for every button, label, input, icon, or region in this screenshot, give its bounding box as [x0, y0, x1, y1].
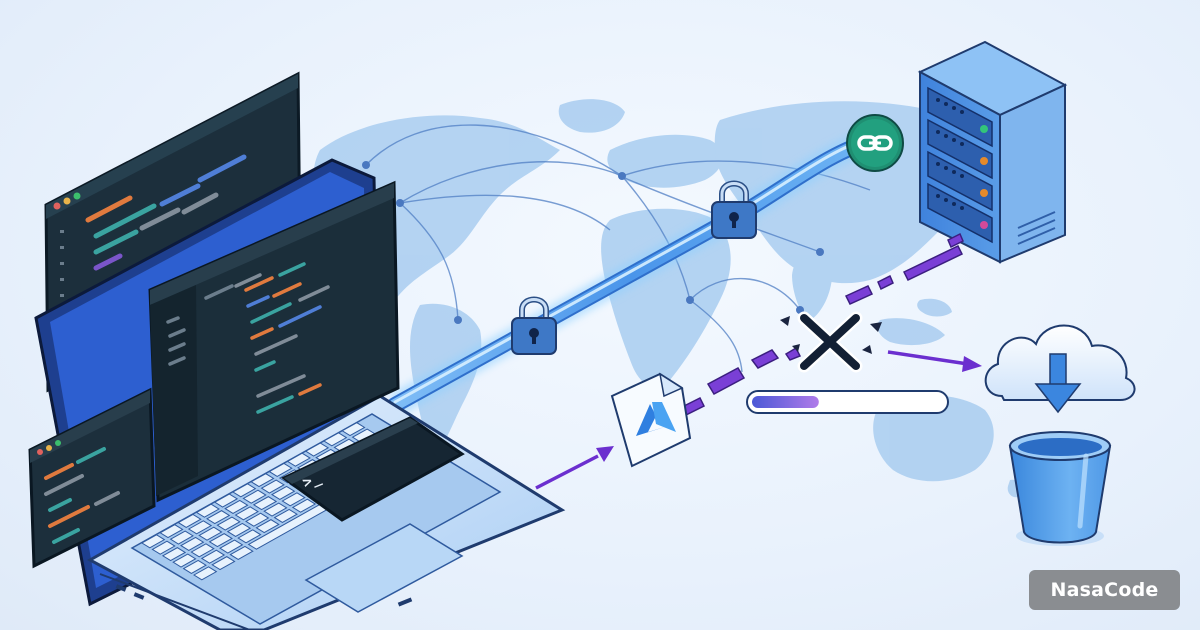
- keyboard-key: [263, 502, 288, 517]
- padlock-icon: [511, 296, 557, 355]
- keyboard-key: [141, 534, 166, 549]
- azure-file-icon: [610, 372, 692, 468]
- keyboard-key: [252, 496, 278, 511]
- terminal-window: >_: [281, 416, 465, 522]
- keyboard-key: [177, 513, 202, 528]
- keyboard-key: [159, 524, 184, 539]
- server-unit: [927, 150, 993, 212]
- keyboard-key: [161, 547, 187, 562]
- keyboard-key: [341, 422, 366, 437]
- keyboard-key: [291, 498, 317, 513]
- padlock-icon: [711, 180, 757, 239]
- keyboard-key: [151, 540, 176, 555]
- keyboard-key: [229, 545, 254, 560]
- keyboard-key: [268, 462, 293, 477]
- keyboard-key: [237, 529, 262, 544]
- keyboard-key: [193, 566, 218, 581]
- storage-bucket-icon: [1008, 431, 1112, 546]
- keyboard-key: [206, 510, 231, 525]
- keyboard-key: [208, 533, 233, 548]
- keyboard-key: [190, 543, 215, 558]
- upload-path: [535, 232, 982, 490]
- keyboard-key: [250, 473, 275, 488]
- keyboard-key: [245, 512, 270, 527]
- keyboard-key: [200, 549, 226, 564]
- keyboard-key: [216, 516, 241, 531]
- keyboard-key: [224, 499, 249, 514]
- code-editor-window-small: [28, 387, 156, 569]
- keyboard-key: [255, 519, 280, 534]
- cloud-download-icon: [984, 324, 1136, 414]
- server-rack-icon: [917, 40, 1068, 264]
- keyboard-key: [273, 508, 298, 523]
- link-icon: [846, 114, 904, 172]
- server-unit: [927, 118, 993, 180]
- server-unit: [927, 182, 993, 244]
- keyboard-key: [226, 522, 252, 537]
- keyboard-key: [304, 442, 330, 457]
- network-nodes: [362, 161, 824, 324]
- server-unit: [927, 86, 993, 148]
- watermark-badge: NasaCode: [1029, 570, 1180, 610]
- keyboard-key: [232, 483, 257, 498]
- keyboard-key: [323, 432, 348, 447]
- keyboard-key: [219, 539, 244, 554]
- keyboard-key: [187, 520, 213, 535]
- upload-progress-fill: [752, 396, 819, 408]
- keyboard-key: [286, 452, 311, 467]
- terminal-prompt: >_: [300, 468, 324, 492]
- keyboard-key: [198, 526, 223, 541]
- keyboard-key: [281, 492, 306, 507]
- keyboard-key: [172, 553, 197, 568]
- keyboard-key: [260, 479, 285, 494]
- keyboard-key: [234, 506, 259, 521]
- code-editor-window-main: [148, 180, 400, 503]
- fragments: [780, 316, 882, 354]
- keyboard-key: [213, 493, 239, 508]
- keyboard-key: [182, 559, 207, 574]
- keyboard-key: [195, 503, 220, 518]
- x-mark-icon: [797, 311, 863, 373]
- keyboard-key: [180, 536, 205, 551]
- keyboard-key: [242, 489, 267, 504]
- keyboard-key: [211, 556, 236, 571]
- upload-progress-bar: [746, 390, 949, 414]
- keyboard-key: [169, 530, 194, 545]
- keyboard-key: [271, 485, 296, 500]
